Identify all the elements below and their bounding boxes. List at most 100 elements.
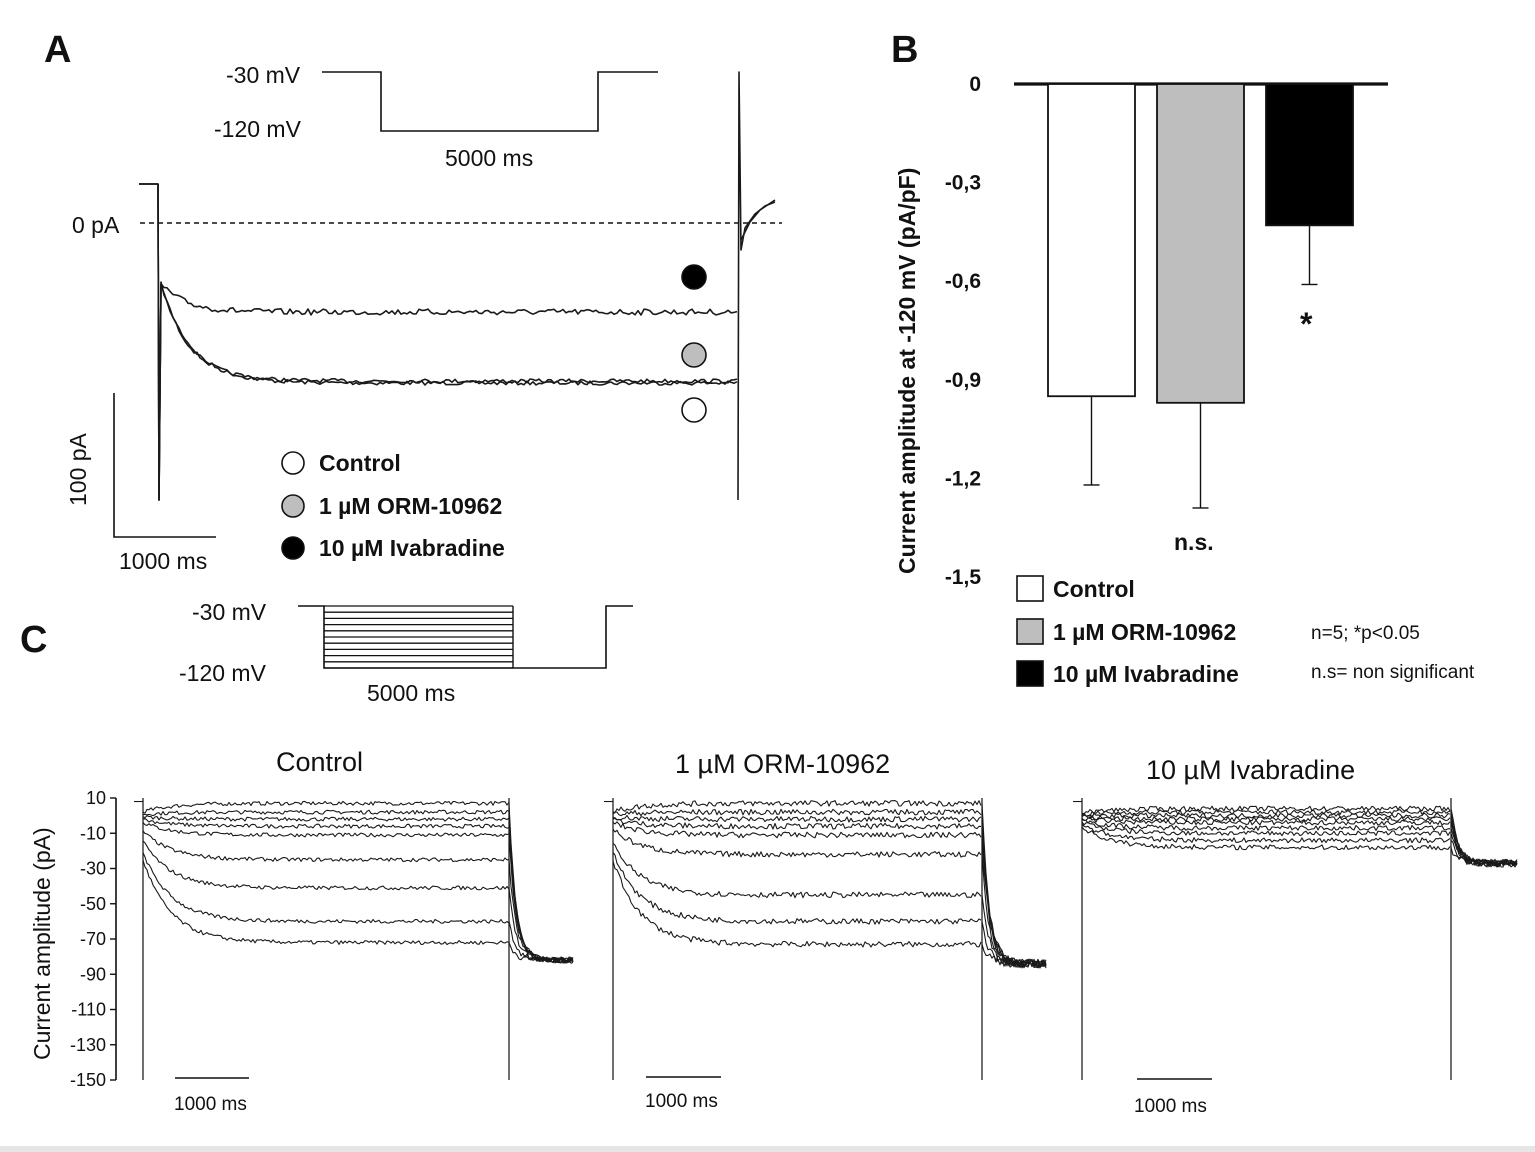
c-tail-6: [508, 887, 574, 963]
c-ytick-label: -150: [70, 1070, 106, 1090]
c-trace-3: [142, 817, 510, 829]
b-ytick-label: -0,9: [945, 369, 981, 392]
marker-ivabradine: [681, 264, 707, 290]
bar-1: [1156, 83, 1245, 404]
c-ytick-label: -70: [80, 929, 106, 949]
legend-b-orm: 1 µM ORM-10962: [1053, 619, 1236, 645]
panel-c-protocol: -30 mV -120 mV 5000 ms: [179, 599, 633, 706]
panel-c-yaxis: 10 -10 -30 -50 -70 -90 -110 -130 -150: [70, 788, 117, 1090]
title-orm: 1 µM ORM-10962: [675, 749, 890, 779]
panel-letter-c: C: [20, 619, 47, 661]
c-trace-5: [1081, 819, 1451, 831]
protocol-a-duration: 5000 ms: [445, 145, 533, 171]
legend-a-ivabradine: 10 µM Ivabradine: [319, 535, 505, 561]
marker-control: [681, 397, 707, 423]
c-trace-1: [612, 808, 982, 817]
panel-c-ylabel: Current amplitude (pA): [29, 827, 55, 1060]
c-ytick-label: -90: [80, 964, 106, 984]
legend-b-control: Control: [1053, 576, 1135, 602]
c-trace-1: [1081, 809, 1451, 817]
trace-a-ivabradine: [139, 183, 738, 501]
legend-a-orm: 1 µM ORM-10962: [319, 493, 502, 519]
c-trace-1: [142, 809, 510, 817]
c-trace-4: [612, 821, 982, 839]
stats-note-ns: n.s= non significant: [1311, 662, 1475, 683]
protocol-c-duration: 5000 ms: [367, 680, 455, 706]
bar-2: [1265, 83, 1354, 227]
legend-a-control: Control: [319, 450, 401, 476]
b-ytick-label: -0,3: [945, 172, 981, 195]
legend-b-orm-swatch: [1016, 618, 1044, 645]
c-ytick-label: -10: [80, 823, 106, 843]
c-tail-8: [981, 944, 1047, 969]
c-trace-3: [1081, 814, 1451, 823]
bar-0: [1047, 83, 1136, 398]
legend-b-control-swatch: [1016, 575, 1044, 602]
c-trace-0: [612, 800, 982, 814]
zero-pa-label: 0 pA: [72, 212, 120, 238]
c-ytick-label: -30: [80, 859, 106, 879]
c-trace-0: [142, 800, 510, 814]
panel-a-scale-bar: [113, 393, 216, 538]
panel-a-traces: [139, 71, 776, 501]
title-ivabradine: 10 µM Ivabradine: [1146, 755, 1355, 785]
c-ytick-label: -110: [71, 1000, 106, 1020]
title-control: Control: [276, 747, 363, 777]
stats-note-n: n=5; *p<0.05: [1311, 623, 1420, 644]
bottom-rule: [0, 1146, 1535, 1152]
c-tail-0: [508, 803, 574, 964]
b-ytick-label: -0,6: [945, 270, 981, 293]
c-tail-5: [508, 859, 574, 964]
c-trace-6: [142, 840, 510, 891]
legend-a-ivabradine-symbol: [281, 536, 305, 560]
c-trace-7: [142, 852, 510, 924]
c-trace-7: [612, 852, 982, 925]
panel-b-ylabel: Current amplitude at -120 mV (pA/pF): [894, 168, 920, 574]
c-ytick-label: 10: [86, 788, 106, 808]
c-trace-3: [612, 817, 982, 830]
c-trace-8: [1081, 826, 1451, 851]
c-trace-2: [142, 815, 510, 822]
c-trace-6: [612, 842, 982, 899]
significance-star: *: [1300, 306, 1313, 342]
b-ytick-label: -1,2: [945, 467, 981, 490]
protocol-a-step: -120 mV: [214, 116, 302, 142]
c-ytick-label: -50: [80, 894, 106, 914]
panel-a-protocol: -30 mV -120 mV 5000 ms: [214, 62, 658, 171]
b-ytick-label: 0: [969, 73, 981, 96]
c-tail-8: [1450, 847, 1518, 867]
c-trace-7: [1081, 823, 1451, 844]
panel-b-yticks: 0 -0,3 -0,6 -0,9 -1,2 -1,5: [945, 73, 982, 589]
c-tail-8: [508, 942, 574, 964]
scale-a-x: 1000 ms: [119, 548, 207, 574]
scale-a-y: 100 pA: [65, 432, 91, 506]
marker-orm: [681, 342, 707, 368]
panel-b-bars: [1047, 83, 1354, 509]
panel-letter-a: A: [44, 29, 71, 71]
c-tail-0: [981, 803, 1047, 969]
panel-b-legend: Control 1 µM ORM-10962 10 µM Ivabradine …: [1016, 575, 1475, 687]
panel-a-legend: Control 1 µM ORM-10962 10 µM Ivabradine: [281, 450, 505, 561]
legend-b-ivabradine: 10 µM Ivabradine: [1053, 661, 1239, 687]
c-trace-4: [1081, 816, 1451, 826]
legend-a-control-symbol: [281, 451, 305, 475]
trace-a-tail: [737, 71, 776, 501]
scale-c3-label: 1000 ms: [1134, 1096, 1207, 1117]
ns-label: n.s.: [1174, 529, 1214, 555]
c-trace-2: [1081, 812, 1451, 819]
protocol-a-hold: -30 mV: [226, 62, 301, 88]
c-trace-2: [612, 814, 982, 823]
trace-a-control: [139, 183, 738, 501]
c-tail-6: [981, 894, 1047, 969]
c-trace-0: [1081, 805, 1451, 815]
c-trace-8: [142, 859, 510, 946]
traces-control: [134, 798, 574, 1080]
b-ytick-label: -1,5: [945, 566, 982, 589]
legend-a-orm-symbol: [281, 494, 305, 518]
scale-c2-label: 1000 ms: [645, 1091, 718, 1112]
c-ytick-label: -130: [70, 1035, 106, 1055]
scale-c1-label: 1000 ms: [174, 1094, 247, 1115]
legend-b-ivabradine-swatch: [1016, 660, 1044, 687]
protocol-c-lines: [298, 605, 633, 669]
